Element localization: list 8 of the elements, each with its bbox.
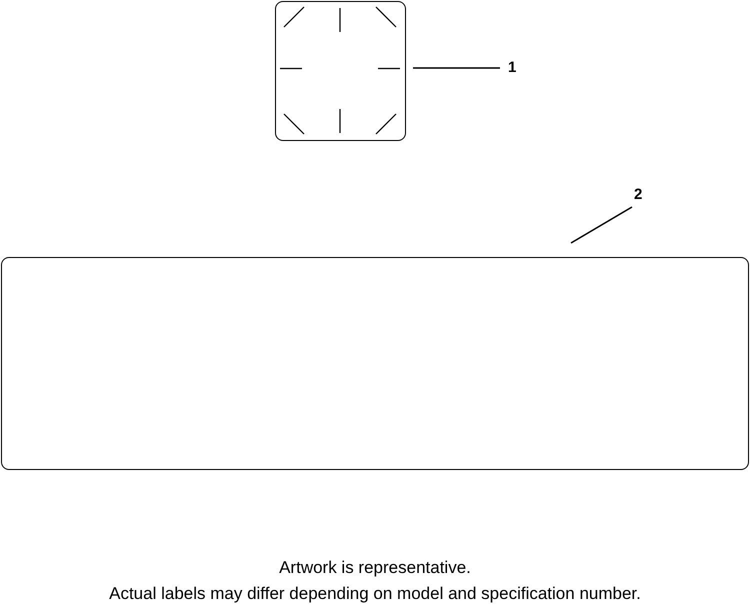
leader-line [413, 67, 500, 69]
callout-number: 2 [634, 186, 648, 204]
label-drawing [275, 1, 406, 141]
note-text: Actual labels may differ depending on model and specification number. [108, 584, 642, 604]
leader-line [570, 206, 632, 244]
callout-number: 1 [508, 59, 522, 77]
label-outline [1, 257, 749, 470]
note-text: Artwork is representative. [278, 558, 472, 578]
